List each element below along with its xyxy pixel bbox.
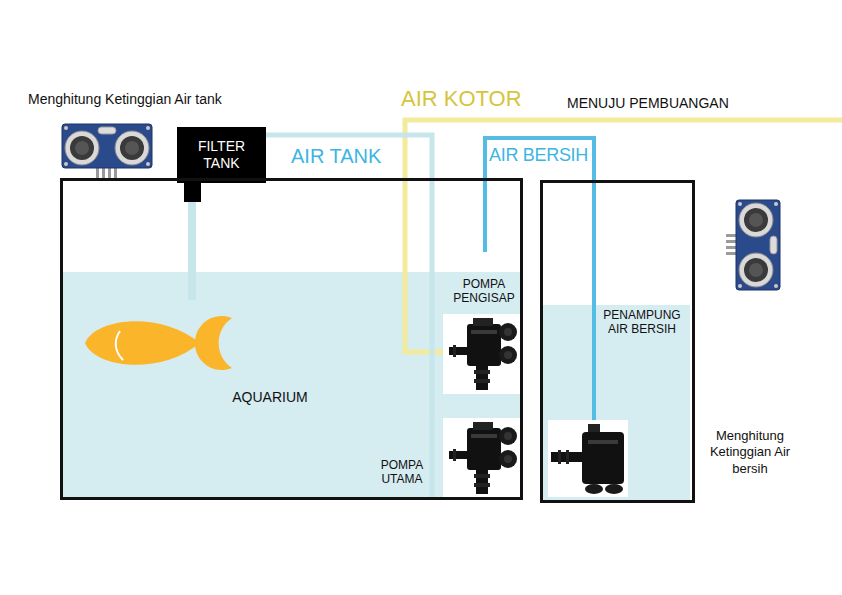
aquarium-tank: AQUARIUM POMPA PENGISAP POMPA UTAMA (60, 178, 523, 500)
clean-pipe (483, 178, 487, 252)
pump-picture (443, 314, 523, 394)
node-text: FILTER TANK (177, 127, 266, 183)
node-text: POMPA UTAMA (373, 458, 431, 487)
note-label: Menghitung Ketinggian Air tank (28, 91, 278, 108)
clean-pipe (592, 180, 596, 430)
note-label: AIR KOTOR (401, 86, 561, 112)
fish-body (85, 321, 200, 365)
node-text: PENAMPUNG AIR BERSIH (595, 308, 689, 337)
clean-pump (548, 420, 628, 497)
ultrasonic-sensor (726, 200, 780, 290)
suction-pump: POMPA PENGISAP (443, 277, 528, 395)
node-text: AQUARIUM (220, 389, 320, 406)
main-pump: POMPA UTAMA (372, 420, 523, 497)
note-label: MENUJU PEMBUANGAN (567, 95, 782, 112)
pipe-label: AIR TANK (291, 144, 381, 168)
filter-tank-box: FILTER TANK (177, 127, 266, 183)
fish (85, 316, 232, 370)
pipe-connector (485, 138, 594, 180)
clean-water (543, 305, 690, 500)
fish-tail (195, 316, 232, 370)
tank-pipe (430, 420, 435, 497)
pump-picture (443, 418, 523, 498)
clean-water-tank: PENAMPUNG AIR BERSIH (540, 180, 695, 503)
fish-gill (116, 331, 123, 360)
pipe-label: AIR BERSIH (489, 145, 588, 167)
filter-pipe (188, 202, 196, 300)
note-label: Menghitung Ketinggian Air bersih (696, 428, 804, 477)
node-text: POMPA PENGISAP (443, 277, 525, 306)
ultrasonic-sensor (62, 124, 152, 178)
